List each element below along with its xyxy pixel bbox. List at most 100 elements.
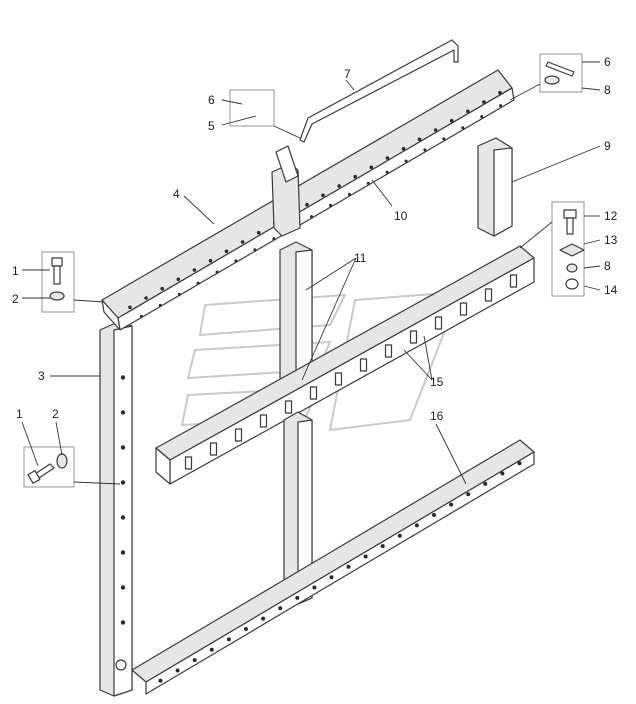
- rail-hole: [278, 606, 283, 611]
- callout-15: 15: [430, 375, 444, 389]
- post-hole: [120, 480, 126, 485]
- rail-hole: [209, 647, 214, 652]
- rail-hole: [414, 523, 419, 528]
- rail-hole: [433, 128, 438, 132]
- rail-hole: [139, 314, 143, 318]
- bottom-rail: [131, 439, 535, 695]
- callout-5: 5: [208, 119, 215, 133]
- rail-hole: [347, 192, 351, 196]
- rod: [299, 39, 459, 143]
- rail-hole: [272, 237, 276, 241]
- callout-11: 11: [354, 251, 367, 265]
- post-hole: [120, 515, 126, 520]
- post-hole: [120, 445, 126, 450]
- rail-hole: [192, 658, 197, 663]
- rail-hole: [144, 296, 148, 300]
- beam-slot: [509, 274, 518, 288]
- rail-hole: [482, 100, 486, 104]
- post-hole: [120, 620, 126, 625]
- rail-hole: [353, 174, 358, 179]
- rail-hole: [500, 471, 505, 476]
- side-post: [99, 321, 133, 697]
- rail-hole: [385, 156, 390, 160]
- rail-hole: [158, 303, 162, 307]
- callout-16: 16: [430, 409, 444, 423]
- rail-hole: [224, 249, 229, 254]
- callout-4: 4: [173, 187, 180, 201]
- rail-hole: [346, 564, 351, 569]
- rail-hole: [234, 259, 238, 263]
- latch-handle: [275, 145, 299, 183]
- rail-hole: [369, 165, 374, 170]
- callout-1-mid: 1: [16, 407, 23, 421]
- rail-hole: [432, 513, 436, 517]
- callout-2-top: 2: [12, 292, 19, 306]
- rail-hole: [401, 146, 406, 151]
- callout-13: 13: [604, 233, 618, 247]
- rail-hole: [423, 148, 427, 152]
- rail-hole: [261, 616, 266, 621]
- hardware-box-top-right: [539, 53, 583, 93]
- lower-guide: [283, 411, 313, 605]
- rail-hole: [310, 215, 313, 219]
- rail-hole: [208, 258, 213, 263]
- rail-hole: [160, 286, 164, 291]
- side-post-holes: [120, 375, 126, 625]
- rail-hole: [329, 203, 332, 207]
- bolt-left-top: [49, 257, 65, 301]
- upper-guide: [477, 137, 513, 237]
- rail-hole: [196, 281, 200, 285]
- callout-7: 7: [344, 67, 351, 81]
- rail-hole: [417, 137, 422, 142]
- callout-6-left: 6: [208, 93, 215, 107]
- beam-slot: [234, 428, 243, 442]
- callout-1-top: 1: [12, 264, 19, 278]
- rail-hole: [312, 585, 317, 590]
- post-hole: [120, 550, 126, 555]
- rail-hole: [226, 637, 231, 642]
- rail-hole: [240, 240, 245, 244]
- rail-hole: [295, 595, 300, 600]
- rail-hole: [499, 104, 503, 108]
- rail-hole: [466, 492, 471, 497]
- rail-hole: [256, 230, 261, 235]
- rail-hole: [253, 248, 257, 252]
- right-hardware-stack: [559, 209, 585, 290]
- post-hole: [120, 585, 126, 590]
- rail-hole: [480, 115, 484, 119]
- hardware-box-top-left: [229, 89, 275, 127]
- rail-hole: [442, 137, 446, 141]
- rail-hole: [449, 502, 454, 507]
- beam-slot: [184, 456, 193, 470]
- rail-hole: [244, 627, 248, 631]
- callout-8-top: 8: [604, 83, 611, 97]
- slotted-beam: [155, 245, 535, 485]
- callout-numbers: 1 2 3 4 1 2 5 6 6 7 8 8 9 10 11 12 13 14…: [12, 55, 618, 423]
- beam-slot: [459, 302, 468, 316]
- beam-slot: [384, 344, 393, 358]
- beam-slot: [434, 316, 443, 330]
- rail-hole: [449, 118, 454, 123]
- callout-8-right: 8: [604, 259, 611, 273]
- rail-hole: [498, 90, 502, 95]
- beam-slot: [409, 330, 418, 344]
- rail-hole: [337, 184, 341, 188]
- beam-slot: [209, 442, 218, 456]
- callout-2-mid: 2: [52, 407, 59, 421]
- rail-hole: [128, 305, 132, 310]
- rail-hole: [305, 202, 309, 207]
- callout-3: 3: [38, 369, 45, 383]
- beam-slots: [184, 274, 518, 470]
- rail-hole: [363, 554, 368, 559]
- beam-slot: [484, 288, 493, 302]
- rail-hole: [176, 277, 181, 282]
- callout-6-right: 6: [604, 55, 611, 69]
- rail-hole: [380, 544, 385, 549]
- center-guide: [279, 241, 313, 395]
- beam-slot: [334, 372, 343, 386]
- leader-lines: [21, 61, 601, 485]
- rail-hole: [175, 668, 180, 673]
- rail-hole: [158, 678, 163, 683]
- rail-hole: [517, 461, 522, 466]
